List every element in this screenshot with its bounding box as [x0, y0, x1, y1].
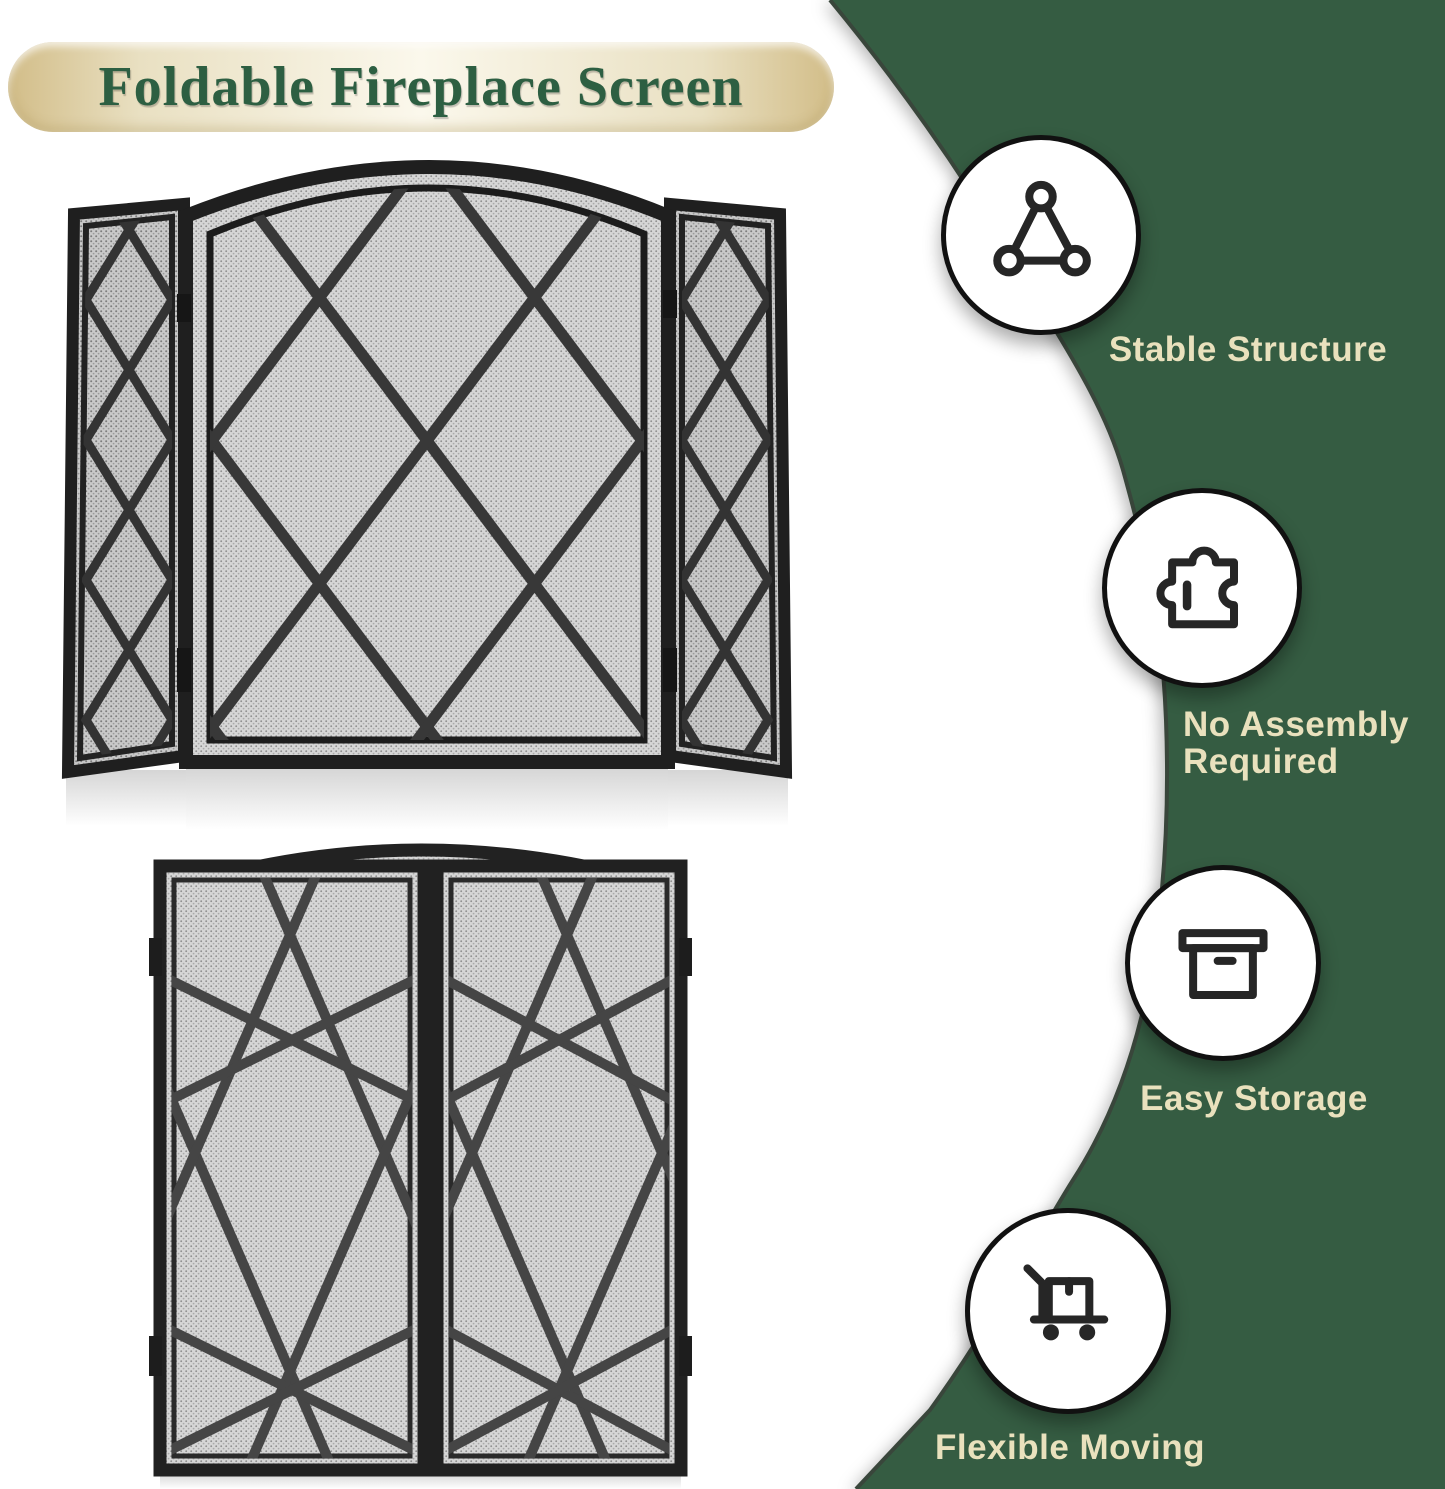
- puzzle-piece-icon: [1156, 546, 1238, 629]
- page-title: Foldable Fireplace Screen: [98, 56, 744, 118]
- feature-label-flexible-moving: Flexible Moving: [934, 1428, 1206, 1467]
- hinge-tab: [149, 1336, 162, 1376]
- feature-label-easy-storage: Easy Storage: [1140, 1079, 1368, 1118]
- folded-left-panel: [153, 859, 431, 1477]
- feature-badge-stable-structure: [941, 135, 1141, 335]
- hand-truck-icon: [1023, 1264, 1109, 1341]
- feature-label-no-assembly: No Assembly Required: [1183, 705, 1409, 781]
- feature-label-stable-structure: Stable Structure: [1108, 330, 1388, 369]
- hinge-tab: [149, 938, 162, 976]
- hinge: [177, 648, 191, 692]
- left-panel: [61, 197, 190, 779]
- folded-right-panel: [430, 859, 688, 1477]
- storage-box-icon: [1178, 929, 1268, 999]
- triangle-structure-icon: [993, 180, 1091, 277]
- hinge: [663, 290, 677, 318]
- center-panel: [179, 160, 675, 769]
- right-panel: [664, 197, 793, 779]
- green-curve-panel: [830, 0, 1445, 1489]
- product-photo-unfolded: [61, 160, 793, 830]
- feature-badge-flexible-moving: [965, 1208, 1171, 1414]
- product-photo-folded: [149, 843, 692, 1489]
- feature-badge-no-assembly: [1102, 488, 1302, 688]
- hinge-tab: [679, 1336, 692, 1376]
- hinge-tab: [679, 938, 692, 976]
- feature-badge-easy-storage: [1125, 865, 1321, 1061]
- title-banner: Foldable Fireplace Screen: [8, 42, 834, 132]
- hinge: [663, 648, 677, 692]
- hinge: [177, 294, 191, 322]
